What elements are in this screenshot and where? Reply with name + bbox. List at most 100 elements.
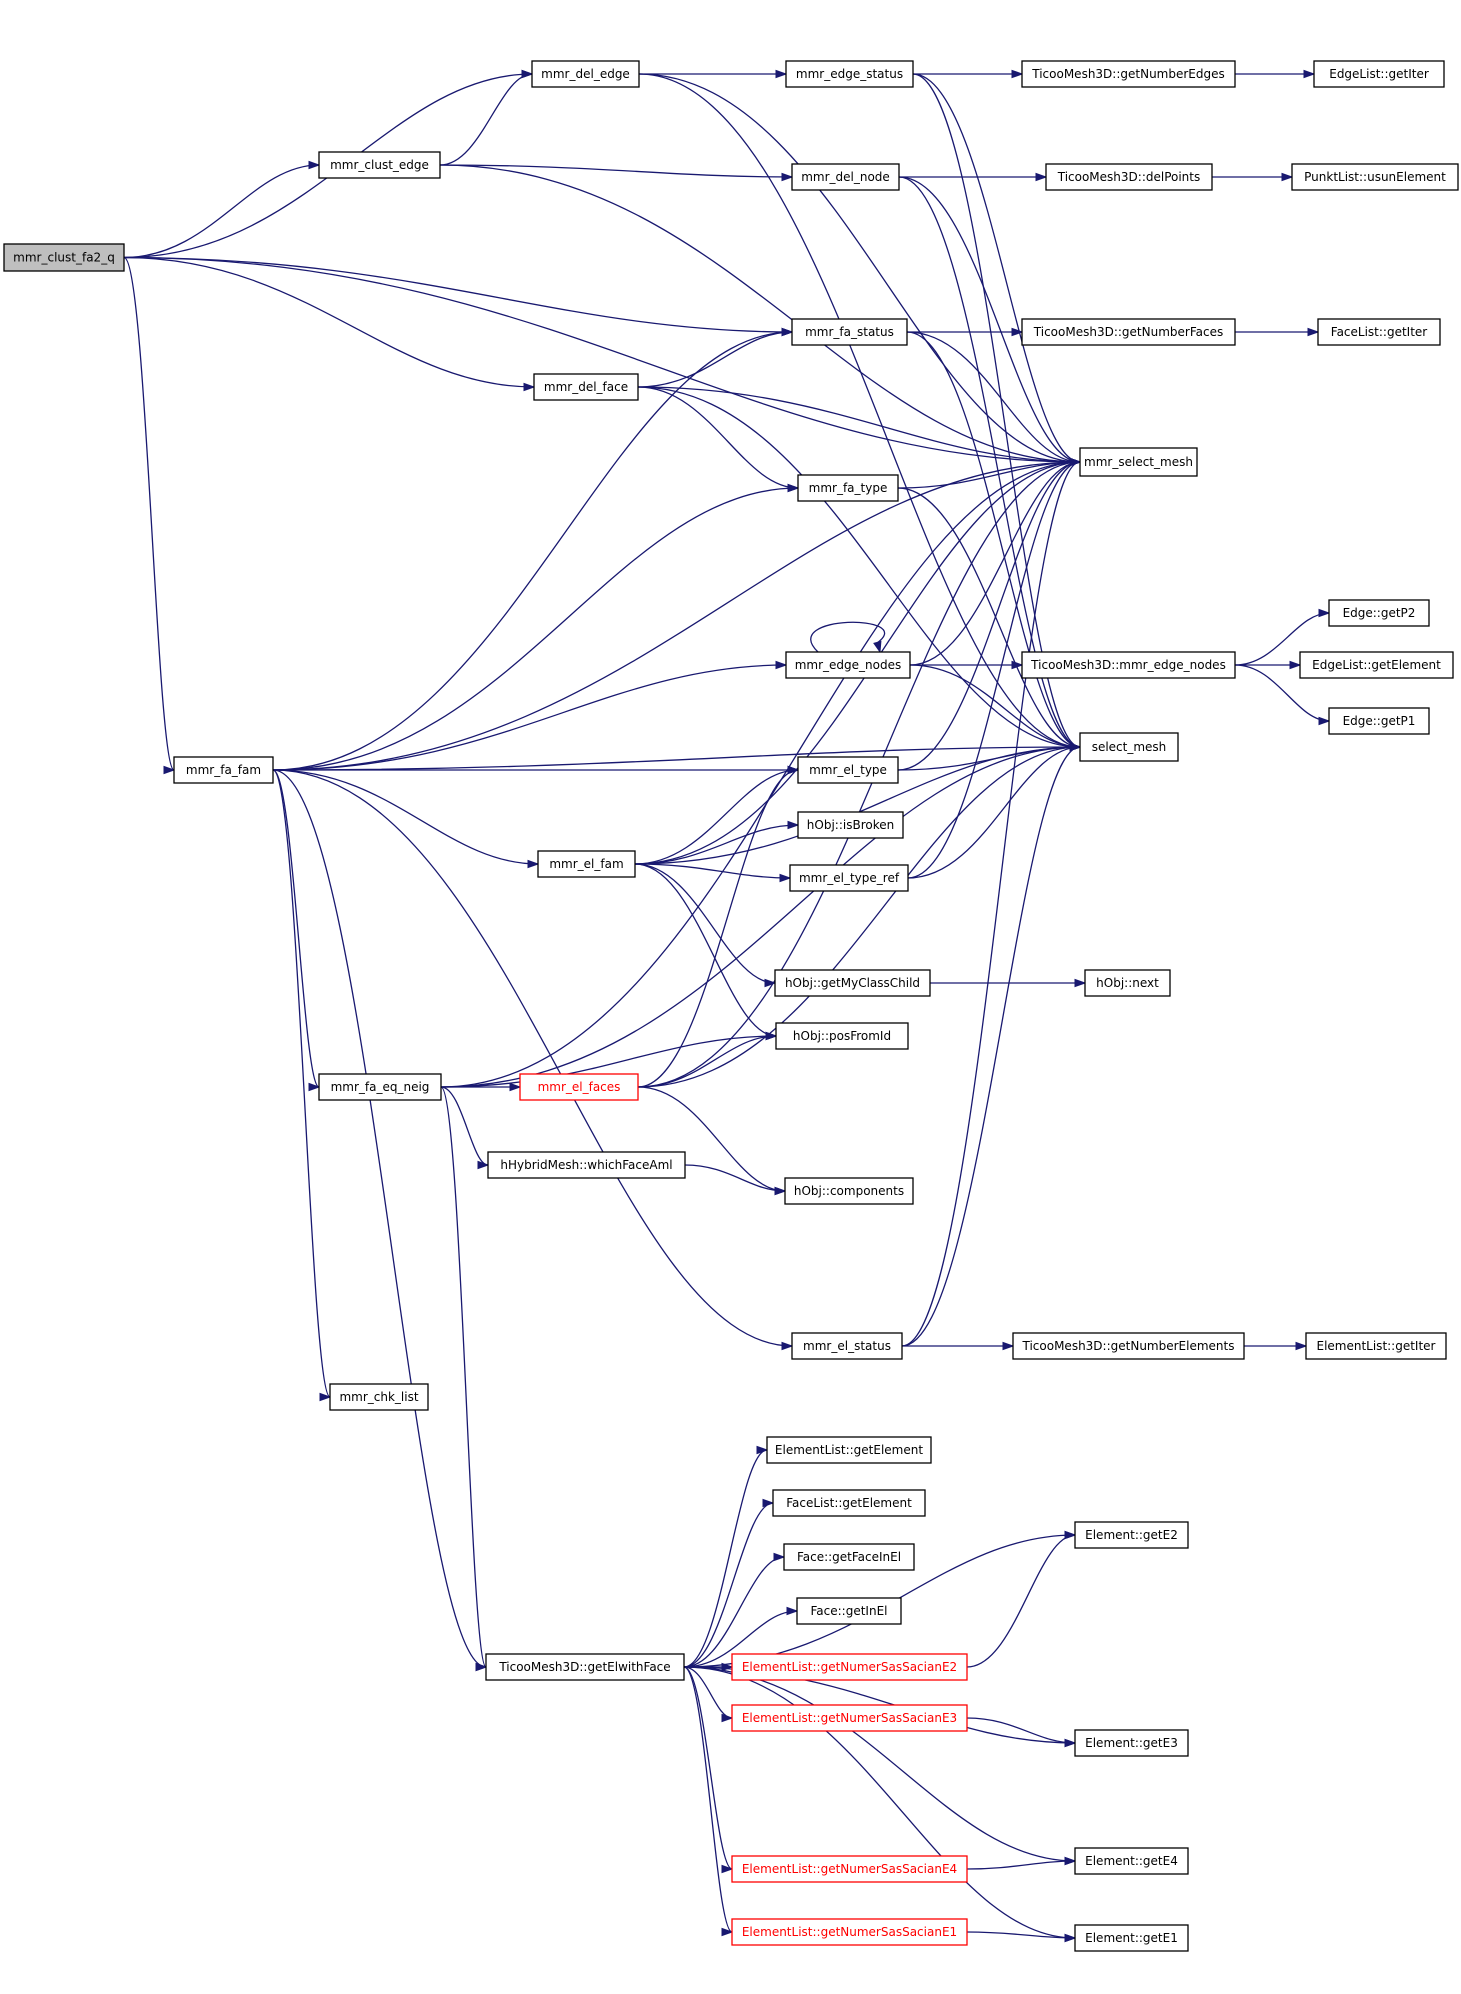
node-fa-eq-neig[interactable]: mmr_fa_eq_neig	[318, 1073, 442, 1101]
node-fa-type[interactable]: mmr_fa_type	[797, 474, 899, 502]
node-clust-edge[interactable]: mmr_clust_edge	[318, 151, 441, 179]
edge-fa-fam-to-el-fam	[272, 769, 540, 869]
edge-line	[123, 256, 793, 333]
node-edge-status[interactable]: mmr_edge_status	[785, 60, 914, 88]
node-numer-e3[interactable]: ElementList::getNumerSasSacianE3	[731, 1704, 968, 1732]
node-fa-fam[interactable]: mmr_fa_fam	[173, 756, 274, 784]
edge-clust-fa2-q-to-fa-status	[123, 256, 794, 337]
node-box	[731, 1918, 968, 1946]
node-hobj-next[interactable]: hObj::next	[1084, 969, 1171, 997]
node-box	[731, 1704, 968, 1732]
node-elementlist-getelement[interactable]: ElementList::getElement	[766, 1436, 932, 1464]
edge-arrowhead	[775, 660, 788, 670]
node-box	[789, 864, 909, 892]
node-punkt-usun[interactable]: PunktList::usunElement	[1291, 163, 1459, 191]
node-elementlist-getiter[interactable]: ElementList::getIter	[1305, 1332, 1447, 1360]
edge-arrowhead	[1069, 742, 1082, 752]
node-label: Edge::getP1	[1343, 714, 1416, 728]
node-label: mmr_edge_status	[796, 67, 903, 81]
node-select-mesh-mmr[interactable]: mmr_select_mesh	[1079, 447, 1198, 477]
edge-fa-eq-neig-to-t-getelwithface	[440, 1086, 488, 1672]
edge-line	[907, 746, 1081, 879]
node-select-mesh[interactable]: select_mesh	[1079, 732, 1179, 762]
node-fa-status[interactable]: mmr_fa_status	[791, 318, 908, 346]
node-el-faces[interactable]: mmr_el_faces	[519, 1073, 639, 1101]
edge-line	[898, 176, 1081, 748]
node-box	[318, 151, 441, 179]
edge-fa-eq-neig-to-whichfaceaml	[440, 1086, 490, 1170]
edge-arrowhead	[1035, 172, 1048, 182]
edge-fa-eq-neig-to-select-mesh	[440, 742, 1082, 1088]
edge-del-edge-to-select-mesh-mmr	[638, 73, 1082, 467]
node-label: mmr_el_fam	[549, 857, 623, 871]
node-element-gete2[interactable]: Element::getE2	[1074, 1521, 1189, 1549]
node-facelist-getiter[interactable]: FaceList::getIter	[1317, 318, 1441, 346]
node-numer-e2[interactable]: ElementList::getNumerSasSacianE2	[731, 1653, 968, 1681]
node-del-edge[interactable]: mmr_del_edge	[531, 60, 640, 88]
edge-fa-fam-to-chk-list	[272, 769, 332, 1402]
node-element-gete3[interactable]: Element::getE3	[1074, 1729, 1189, 1757]
node-posfromid[interactable]: hObj::posFromId	[775, 1022, 909, 1050]
node-del-node[interactable]: mmr_del_node	[791, 163, 900, 191]
node-layer: mmr_clust_fa2_q mmr_del_edge mmr_clust_edg…	[3, 60, 1459, 1952]
node-t-num-faces[interactable]: TicooMesh3D::getNumberFaces	[1021, 318, 1236, 346]
edge-line	[439, 164, 1081, 463]
node-whichfaceaml[interactable]: hHybridMesh::whichFaceAml	[487, 1151, 686, 1179]
edge-line	[637, 769, 799, 1088]
edge-arrowhead	[509, 1082, 522, 1092]
node-element-gete4[interactable]: Element::getE4	[1074, 1847, 1189, 1875]
node-el-fam[interactable]: mmr_el_fam	[537, 850, 636, 878]
edge-t-getelwithface-to-numer-e4	[683, 1666, 734, 1874]
node-edge-getp2[interactable]: Edge::getP2	[1328, 599, 1430, 627]
node-box	[1291, 163, 1459, 191]
node-numer-e1[interactable]: ElementList::getNumerSasSacianE1	[731, 1918, 968, 1946]
edge-t-getelwithface-to-elementlist-getelement	[683, 1445, 769, 1668]
node-t-delpoints[interactable]: TicooMesh3D::delPoints	[1045, 163, 1213, 191]
node-t-num-elements[interactable]: TicooMesh3D::getNumberElements	[1012, 1332, 1245, 1360]
node-t-num-edges[interactable]: TicooMesh3D::getNumberEdges	[1021, 60, 1236, 88]
edge-line	[272, 461, 1081, 771]
node-el-status[interactable]: mmr_el_status	[791, 1332, 903, 1360]
node-chk-list[interactable]: mmr_chk_list	[329, 1383, 429, 1411]
edge-fa-fam-to-fa-type	[272, 483, 800, 771]
node-label: mmr_del_node	[801, 170, 890, 184]
node-edgelist-getiter[interactable]: EdgeList::getIter	[1313, 60, 1445, 88]
edge-arrowhead	[521, 69, 534, 79]
node-face-getinel[interactable]: Face::getInEl	[796, 1597, 902, 1625]
edge-line	[272, 746, 1081, 771]
edge-el-fam-to-el-type-ref	[634, 863, 792, 883]
node-facelist-getelement[interactable]: FaceList::getElement	[772, 1489, 926, 1517]
node-t-edge-nodes[interactable]: TicooMesh3D::mmr_edge_nodes	[1021, 651, 1236, 679]
node-t-getelwithface[interactable]: TicooMesh3D::getElwithFace	[485, 1653, 685, 1681]
node-face-getfaceinel[interactable]: Face::getFaceInEl	[783, 1543, 915, 1571]
node-label: hObj::posFromId	[793, 1029, 891, 1043]
node-el-type-ref[interactable]: mmr_el_type_ref	[789, 864, 909, 892]
node-isbroken[interactable]: hObj::isBroken	[797, 811, 904, 839]
node-box	[1317, 318, 1441, 346]
edge-arrowhead	[756, 1445, 769, 1455]
node-del-face[interactable]: mmr_del_face	[533, 373, 639, 401]
node-label: ElementList::getIter	[1316, 1339, 1435, 1353]
edge-t-edge-nodes-to-edgelist-getelement	[1235, 660, 1302, 670]
edge-line	[440, 1086, 487, 1668]
edge-arrowhead	[1307, 327, 1320, 337]
edge-line	[638, 73, 1081, 748]
node-numer-e4[interactable]: ElementList::getNumerSasSacianE4	[731, 1855, 968, 1883]
node-getmyclasschild[interactable]: hObj::getMyClassChild	[774, 969, 931, 997]
node-label: mmr_del_face	[544, 380, 628, 394]
node-box	[1074, 1521, 1189, 1549]
edge-t-getelwithface-to-element-gete4	[683, 1666, 1077, 1866]
node-edge-nodes[interactable]: mmr_edge_nodes	[785, 651, 911, 679]
node-edgelist-getelement[interactable]: EdgeList::getElement	[1299, 651, 1454, 679]
node-el-type[interactable]: mmr_el_type	[797, 756, 899, 784]
node-box	[766, 1436, 932, 1464]
edge-line	[439, 73, 533, 166]
node-element-gete1[interactable]: Element::getE1	[1074, 1924, 1189, 1952]
node-label: hHybridMesh::whichFaceAml	[500, 1158, 672, 1172]
node-components[interactable]: hObj::components	[784, 1177, 914, 1205]
node-box	[784, 1177, 914, 1205]
node-edge-getp1[interactable]: Edge::getP1	[1328, 707, 1430, 735]
node-box	[1074, 1924, 1189, 1952]
node-clust-fa2-q[interactable]: mmr_clust_fa2_q	[3, 243, 125, 272]
edge-line	[907, 461, 1081, 879]
